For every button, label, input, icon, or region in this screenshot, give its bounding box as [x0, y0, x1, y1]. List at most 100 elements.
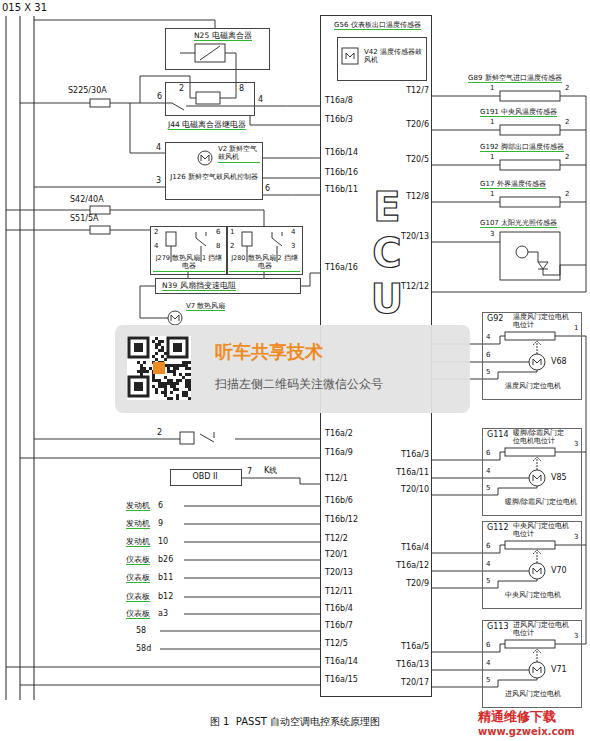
qr-module	[164, 382, 167, 385]
terminal-label: T16a/4	[401, 543, 429, 552]
qr-module	[155, 391, 158, 394]
node-text: G113	[487, 622, 508, 632]
qr-module	[164, 388, 167, 391]
qr-module	[158, 382, 161, 385]
qr-module	[152, 376, 155, 379]
qr-module	[185, 373, 188, 376]
pin-number: 8	[216, 242, 220, 250]
qr-ground	[127, 336, 191, 400]
pin-number: 1	[490, 118, 494, 126]
qr-module	[137, 361, 140, 364]
pin-number: 8	[239, 84, 244, 93]
pin-number: 4	[486, 659, 490, 667]
qr-module	[161, 391, 164, 394]
node-text: 暖脚/除霜风门定位电机电位计	[513, 430, 569, 446]
potentiometer-symbol	[505, 541, 555, 549]
qr-module	[155, 388, 158, 391]
wiper-link	[533, 341, 541, 354]
qr-module	[161, 355, 164, 358]
node-text: V2 新鲜空气鼓风机	[218, 145, 260, 163]
signal-label: a3	[158, 609, 168, 618]
qr-module	[173, 385, 176, 388]
terminal-label: T16a/3	[401, 450, 429, 459]
qr-module	[185, 379, 188, 382]
pin-number: 3	[574, 632, 578, 640]
terminal-label: T20/13	[401, 232, 429, 241]
motor-symbol	[171, 315, 179, 321]
signal-label: 仪表板	[126, 555, 150, 565]
qr-module	[185, 394, 188, 397]
pin-number: 3	[291, 242, 295, 250]
qr-module	[170, 379, 173, 382]
terminal-label: T16a/13	[396, 660, 429, 669]
wiper-link	[533, 457, 541, 470]
fuse-symbol	[90, 99, 110, 234]
node-text: J126 新鲜空气鼓风机控制器	[169, 173, 259, 181]
qr-module	[158, 340, 161, 343]
pin-number: 3	[574, 533, 578, 541]
terminal-label: T12/11	[325, 587, 353, 596]
fuse-symbol	[90, 99, 110, 107]
pin-number: 4	[486, 467, 490, 475]
signal-label: 58d	[136, 644, 151, 653]
node-text: 暖脚/除霜风门定位电机	[505, 499, 579, 507]
wire-connector	[432, 652, 482, 653]
wire	[184, 506, 320, 614]
signal-label: 10	[158, 537, 168, 546]
potentiometer-symbol	[505, 640, 555, 648]
terminal-label: T20/1	[325, 550, 348, 559]
motor-symbol	[533, 667, 541, 673]
terminal-label: T16b/11	[325, 185, 358, 194]
motor-symbol	[533, 475, 541, 481]
qr-module	[170, 385, 173, 388]
node-text: J280 散热风扇 2 挡继电器	[229, 255, 300, 272]
terminal-label: T16a/5	[401, 642, 429, 651]
qr-module	[188, 385, 191, 388]
qr-module	[188, 361, 191, 364]
wire	[6, 210, 264, 226]
pin-number: 4	[156, 143, 161, 152]
qr-module	[149, 367, 152, 370]
terminal-label: T16a/16	[325, 263, 358, 272]
qr-module	[143, 361, 146, 364]
wire	[6, 631, 320, 685]
pin-number: 6	[486, 449, 490, 457]
qr-module	[185, 367, 188, 370]
wire-connector	[242, 478, 320, 484]
pin-number: 2	[179, 84, 184, 93]
clutch-symbol	[180, 46, 236, 70]
actuator-box: G114暖脚/除霜风门定位电机电位计V85暖脚/除霜风门定位电机	[482, 428, 582, 516]
node-text: V85	[551, 473, 567, 483]
qr-module	[173, 388, 176, 391]
qr-finder	[134, 382, 143, 391]
qr-module	[173, 382, 176, 385]
actuator-symbol	[432, 448, 586, 495]
qr-module	[152, 385, 155, 388]
pin-number: 2	[565, 118, 569, 126]
node-text: J279 散热风扇 1 挡继电器	[153, 255, 225, 272]
component-label: G107 太阳光光照传感器	[480, 219, 557, 228]
node-text: G56 仪表板出口温度传感器	[334, 21, 421, 30]
terminal-label: T20/13	[325, 568, 353, 577]
qr-module	[173, 373, 176, 376]
sun-sensor-symbol	[516, 246, 528, 258]
terminal-label: T16a/2	[325, 429, 353, 438]
signal-label: 发动机	[126, 519, 150, 529]
qr-module	[158, 343, 161, 346]
qr-module	[176, 397, 179, 400]
qr-module	[176, 379, 179, 382]
qr-finder	[129, 377, 148, 396]
qr-module	[161, 340, 164, 343]
component-label: G191 中央风温度传感器	[480, 108, 557, 117]
node-text: 进风风门定位电机	[505, 691, 579, 699]
sun-sensor-symbol	[500, 232, 560, 280]
wire-connector	[432, 460, 482, 461]
node-text: N25 电磁离合器	[194, 31, 252, 41]
relay-symbol	[242, 232, 252, 246]
resistor-symbol	[500, 125, 560, 135]
signal-label: 9	[158, 519, 163, 528]
wire-connector	[301, 273, 320, 286]
node-text: 温度风门定位电机	[505, 383, 579, 391]
pin-number: 5	[486, 577, 490, 585]
wiper-link	[533, 550, 541, 563]
